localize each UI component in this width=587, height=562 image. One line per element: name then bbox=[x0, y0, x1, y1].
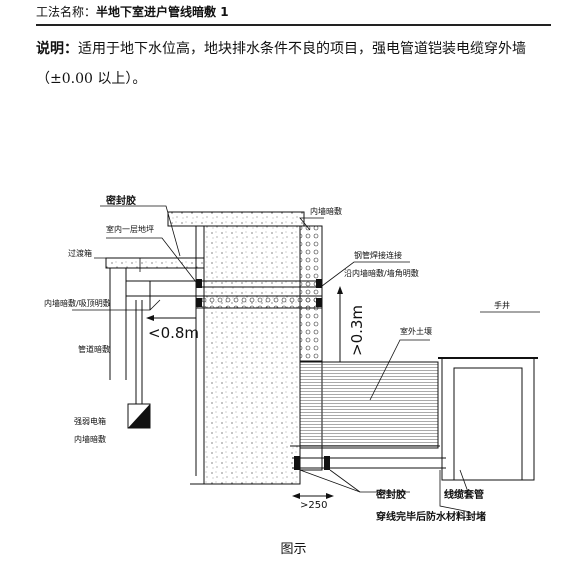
label-steel-pipe-weld: 钢管焊接连接 bbox=[354, 250, 402, 260]
label-hand-well: 手井 bbox=[494, 300, 510, 310]
label-inner-wall-concealed-2: 内墙暗敷 bbox=[74, 434, 106, 444]
description-key: 说明： bbox=[36, 41, 78, 57]
method-name-title: 半地下室进户管线暗敷 1 bbox=[96, 5, 229, 19]
label-transition-box: 过渡箱 bbox=[68, 248, 92, 258]
label-dim-03: >0.3m bbox=[348, 305, 366, 356]
label-indoor-slope: 室内一层地坪 bbox=[106, 224, 154, 234]
description: 说明：适用于地下水位高，地块排水条件不良的项目，强电管道铠装电缆穿外墙（±0.0… bbox=[36, 34, 551, 94]
hand-well bbox=[438, 357, 538, 481]
description-text: 适用于地下水位高，地块排水条件不良的项目，强电管道铠装电缆穿外墙（±0.00 以… bbox=[36, 41, 526, 87]
gravel-layer bbox=[299, 225, 323, 362]
label-inner-wall-ceiling: 内墙暗敷/吸顶明敷 bbox=[44, 298, 111, 308]
label-along-inner-wall: 沿内墙暗敷/墙角明敷 bbox=[344, 268, 419, 278]
method-name-label: 工法名称： bbox=[36, 5, 97, 19]
floor-slab bbox=[105, 257, 205, 269]
label-dim-08: <0.8m bbox=[148, 324, 199, 342]
label-inner-wall-concealed: 内墙暗敷 bbox=[310, 206, 342, 216]
label-strong-weak-box: 强弱电箱 bbox=[74, 416, 106, 426]
label-pipe-concealed: 管道暗敷 bbox=[78, 344, 110, 354]
outdoor-soil-area bbox=[299, 361, 439, 449]
label-dim-250: >250 bbox=[300, 500, 327, 511]
figure-caption: 图示 bbox=[280, 542, 307, 557]
label-outdoor-soil: 室外土壤 bbox=[400, 326, 432, 336]
gravel-beam bbox=[195, 295, 323, 309]
concrete-wall bbox=[203, 225, 301, 485]
label-seal-after: 穿线完毕后防水材料封堵 bbox=[376, 510, 486, 523]
label-cable-sleeve: 线缆套管 bbox=[444, 488, 484, 501]
label-sealant-bottom: 密封胶 bbox=[376, 488, 406, 501]
label-sealant-top: 密封胶 bbox=[106, 194, 136, 207]
page-header: 工法名称：半地下室进户管线暗敷 1 bbox=[36, 2, 551, 26]
top-slab bbox=[167, 211, 305, 227]
